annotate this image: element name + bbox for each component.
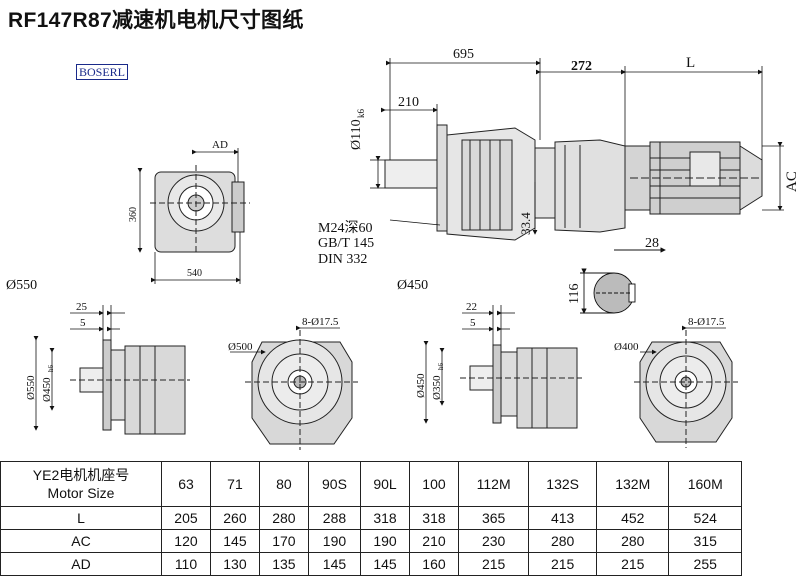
value-cell: 205 (161, 506, 211, 530)
value-cell: 145 (307, 552, 362, 576)
standard-gb: GB/T 145 (318, 236, 374, 251)
flange2-holes: 8-Ø17.5 (688, 316, 725, 328)
value-cell: 145 (360, 552, 410, 576)
flange-550-front (245, 330, 358, 450)
brand-logo: BOSERL (76, 64, 129, 80)
value-cell: 215 (528, 552, 598, 576)
size-cell: 112M (457, 461, 530, 507)
value-cell: 215 (457, 552, 530, 576)
size-cell: 132S (528, 461, 598, 507)
table-header-label: YE2电机机座号 Motor Size (0, 461, 162, 507)
table-row-AC: AC 120 145 170 190 190 210 230 280 280 3… (0, 529, 742, 553)
flange2-pilot: Ø350 (431, 375, 443, 400)
side-view-dimensions (370, 58, 784, 235)
size-cell: 90S (307, 461, 362, 507)
page-title: RF147R87减速机电机尺寸图纸 (8, 9, 304, 32)
value-cell: 120 (161, 529, 211, 553)
size-cell: 100 (408, 461, 459, 507)
value-cell: 145 (209, 529, 260, 553)
side-view (384, 124, 763, 241)
dim-AC: AC (784, 171, 800, 192)
value-cell: 315 (668, 529, 742, 553)
value-cell: 413 (528, 506, 598, 530)
flange2-pcd: Ø400 (614, 341, 639, 353)
value-cell: 110 (161, 552, 211, 576)
end-view (150, 165, 250, 255)
value-cell: 160 (408, 552, 459, 576)
flange2-dim-5: 5 (470, 317, 476, 329)
dim-272: 272 (571, 59, 592, 74)
size-cell: 80 (258, 461, 309, 507)
size-cell: 63 (161, 461, 211, 507)
dim-360: 360 (128, 207, 139, 222)
flange1-pcd: Ø500 (228, 341, 253, 353)
value-cell: 190 (360, 529, 410, 553)
value-cell: 280 (596, 529, 670, 553)
flange1-dim-25: 25 (76, 301, 88, 313)
row-label: AC (0, 529, 162, 553)
value-cell: 130 (209, 552, 260, 576)
table-header-row: YE2电机机座号 Motor Size 63 71 80 90S 90L 100… (0, 461, 742, 507)
flange2-pilot-tol: h6 (437, 363, 445, 371)
size-cell: 90L (360, 461, 410, 507)
value-cell: 190 (307, 529, 362, 553)
dim-28: 28 (645, 236, 659, 251)
size-cell: 71 (209, 461, 260, 507)
value-cell: 524 (668, 506, 742, 530)
motor-size-table: YE2电机机座号 Motor Size 63 71 80 90S 90L 100… (0, 461, 742, 576)
flange1-holes: 8-Ø17.5 (302, 316, 339, 328)
dim-L: L (686, 55, 695, 71)
thread-spec: M24深60 (318, 220, 372, 236)
dim-695: 695 (453, 47, 474, 62)
value-cell: 365 (457, 506, 530, 530)
flange2-od: Ø450 (415, 373, 427, 398)
flange1-od: Ø550 (25, 375, 37, 400)
flange-550-side (70, 339, 190, 435)
dimension-drawing: 695 272 L 210 Ø110 k6 33.4 AC M24深60 GB/… (6, 47, 800, 450)
dim-shaft-dia: Ø110 (349, 119, 364, 150)
flange-450-side (460, 344, 582, 429)
row-label: AD (0, 552, 162, 576)
value-cell: 288 (307, 506, 362, 530)
flange-option-550: Ø550 (6, 278, 37, 293)
dim-33-4: 33.4 (518, 212, 533, 235)
value-cell: 318 (360, 506, 410, 530)
value-cell: 255 (668, 552, 742, 576)
dim-210: 210 (398, 95, 419, 110)
shaft-section (580, 247, 666, 314)
flange1-pilot-tol: h6 (47, 365, 55, 373)
flange2-dim-22: 22 (466, 301, 477, 313)
dim-116: 116 (567, 284, 582, 304)
value-cell: 280 (528, 529, 598, 553)
table-row-AD: AD 110 130 135 145 145 160 215 215 215 2… (0, 552, 742, 576)
flange1-pilot: Ø450 (41, 377, 53, 402)
value-cell: 260 (209, 506, 260, 530)
flange-450-front (634, 330, 738, 448)
dim-shaft-tol: k6 (356, 109, 366, 119)
value-cell: 210 (408, 529, 459, 553)
value-cell: 135 (258, 552, 309, 576)
value-cell: 280 (258, 506, 309, 530)
size-cell: 160M (668, 461, 742, 507)
value-cell: 452 (596, 506, 670, 530)
value-cell: 230 (457, 529, 530, 553)
flange1-dim-5: 5 (80, 317, 86, 329)
value-cell: 170 (258, 529, 309, 553)
dim-540: 540 (187, 268, 202, 279)
flange-option-450: Ø450 (397, 278, 428, 293)
standard-din: DIN 332 (318, 252, 367, 267)
size-cell: 132M (596, 461, 670, 507)
header-line-cn: YE2电机机座号 (32, 467, 130, 483)
dim-AD: AD (212, 139, 228, 151)
value-cell: 215 (596, 552, 670, 576)
table-row-L: L 205 260 280 288 318 318 365 413 452 52… (0, 506, 742, 530)
row-label: L (0, 506, 162, 530)
header-line-en: Motor Size (47, 485, 115, 501)
value-cell: 318 (408, 506, 459, 530)
